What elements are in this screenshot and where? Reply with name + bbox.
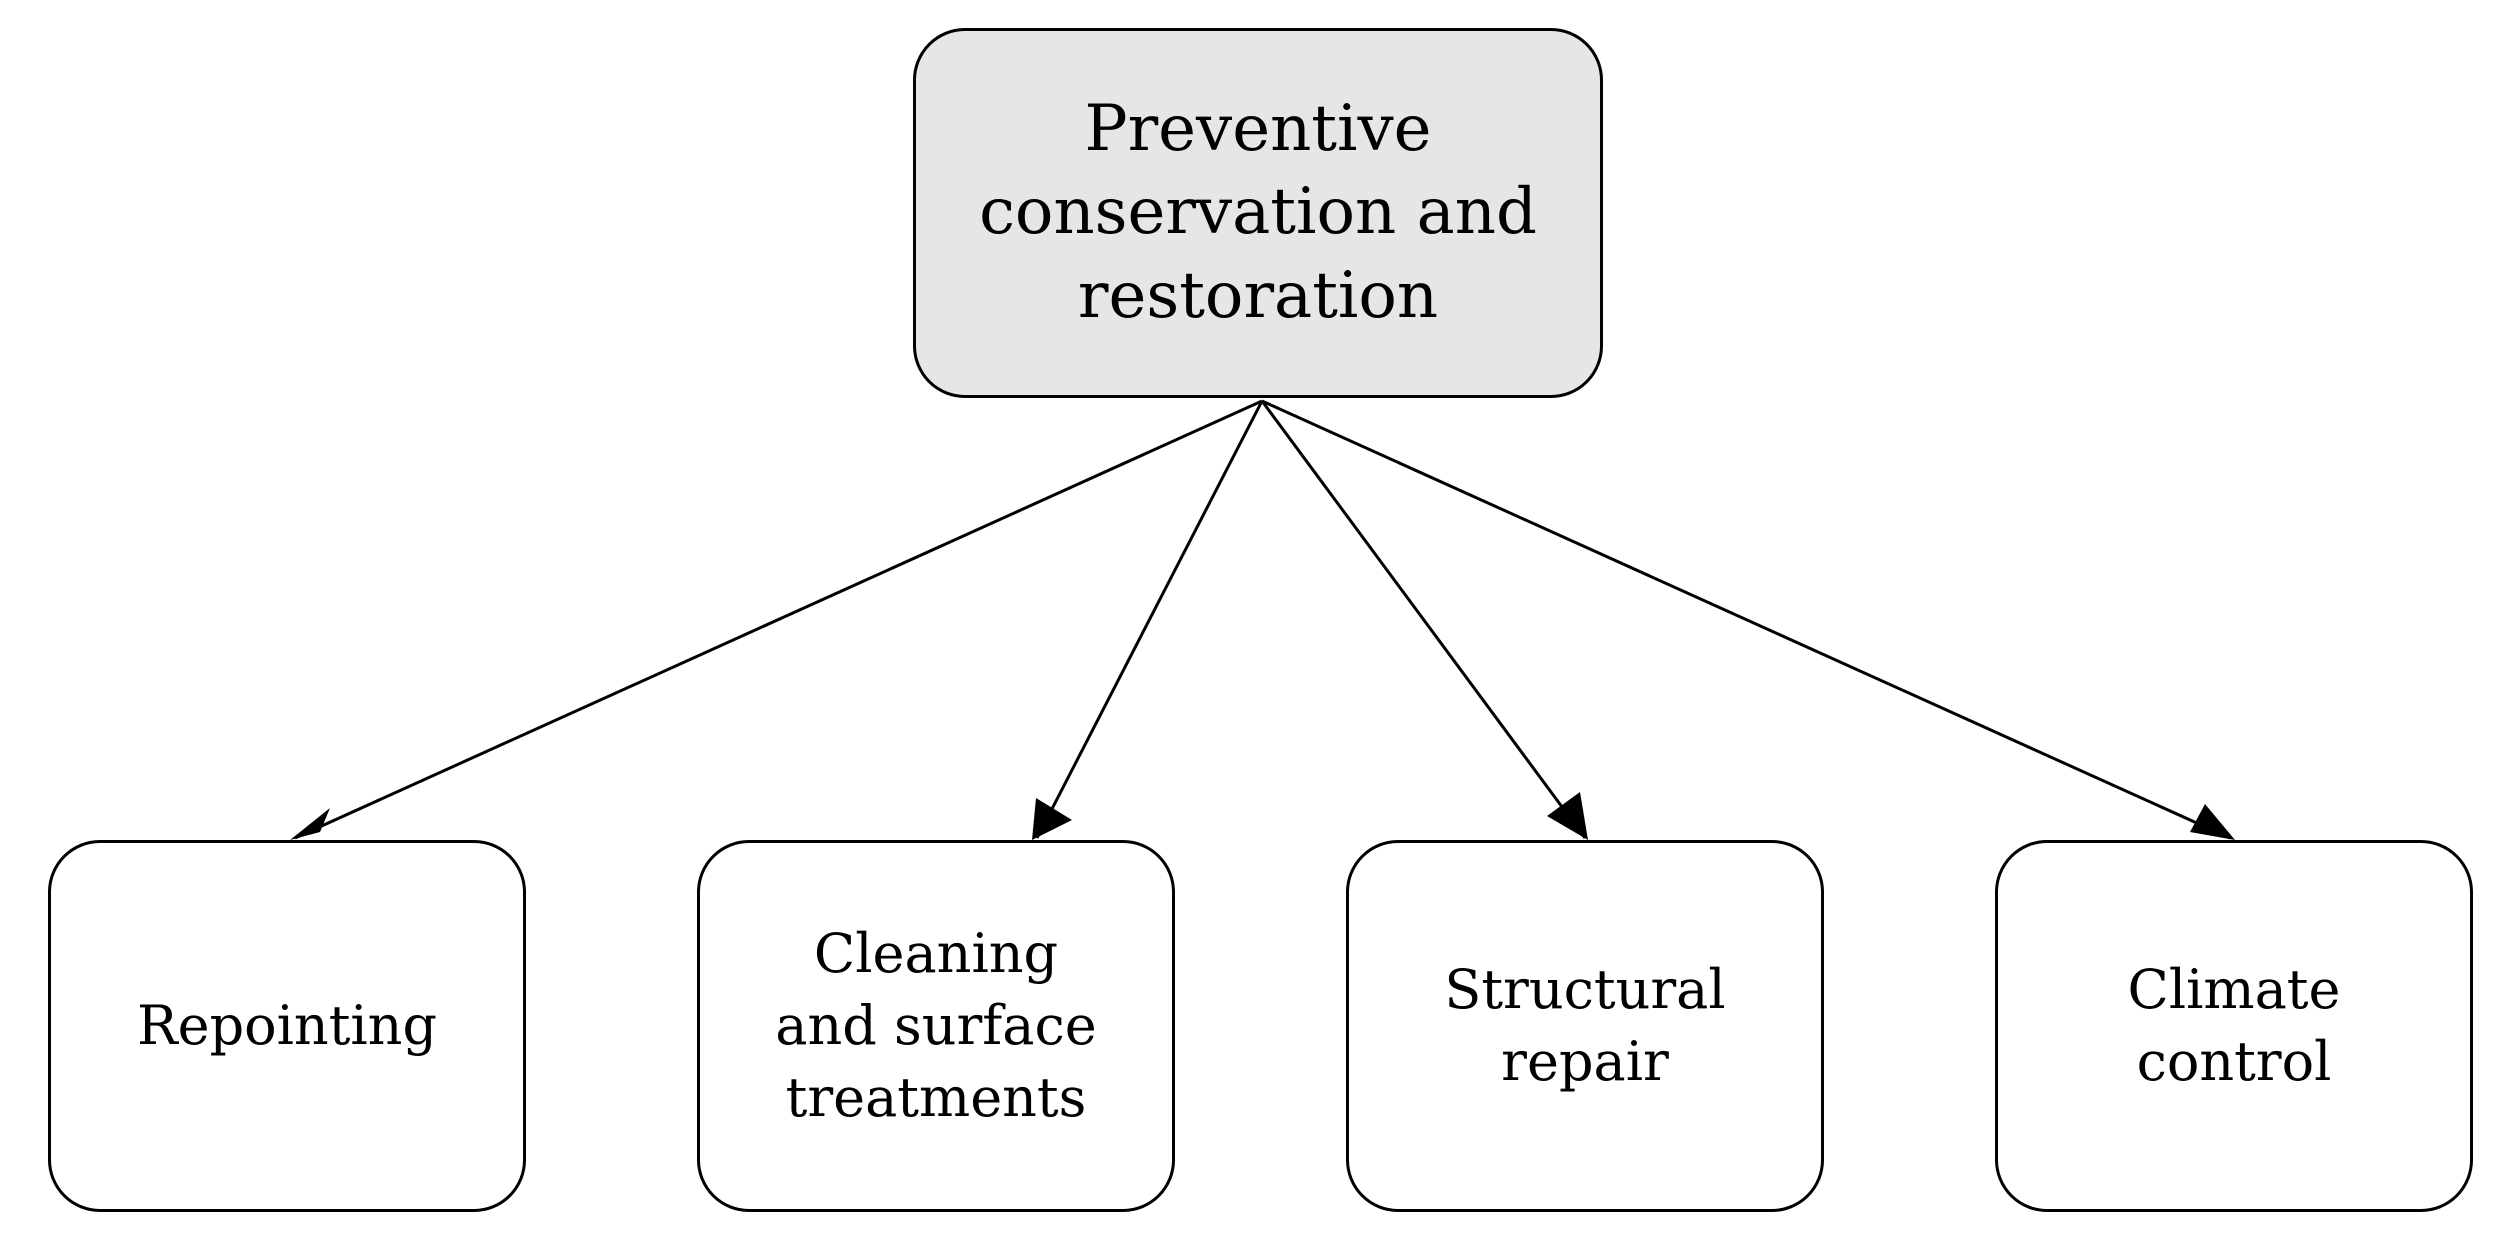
arrowhead-structural (1547, 792, 1588, 840)
child-node-climate: Climate control (1995, 840, 2473, 1212)
arrowhead-climate (2190, 804, 2235, 840)
child-node-label: Repointing (136, 994, 438, 1058)
child-node-repointing: Repointing (48, 840, 526, 1212)
edge-to-climate (1261, 399, 2231, 840)
edge-to-repointing (294, 399, 1263, 840)
root-node-label: Preventive conservation and restoration (979, 92, 1537, 333)
child-node-cleaning: Cleaning and surface treatments (697, 840, 1175, 1212)
child-node-label: Climate control (2127, 958, 2341, 1093)
root-node: Preventive conservation and restoration (913, 28, 1603, 398)
child-node-structural: Structural repair (1346, 840, 1824, 1212)
arrowhead-repointing (290, 808, 330, 840)
edge-to-cleaning (1035, 400, 1264, 839)
child-node-label: Cleaning and surface treatments (775, 922, 1097, 1129)
edge-to-structural (1260, 400, 1587, 839)
arrowhead-cleaning (1032, 798, 1072, 840)
child-node-label: Structural repair (1444, 958, 1726, 1093)
